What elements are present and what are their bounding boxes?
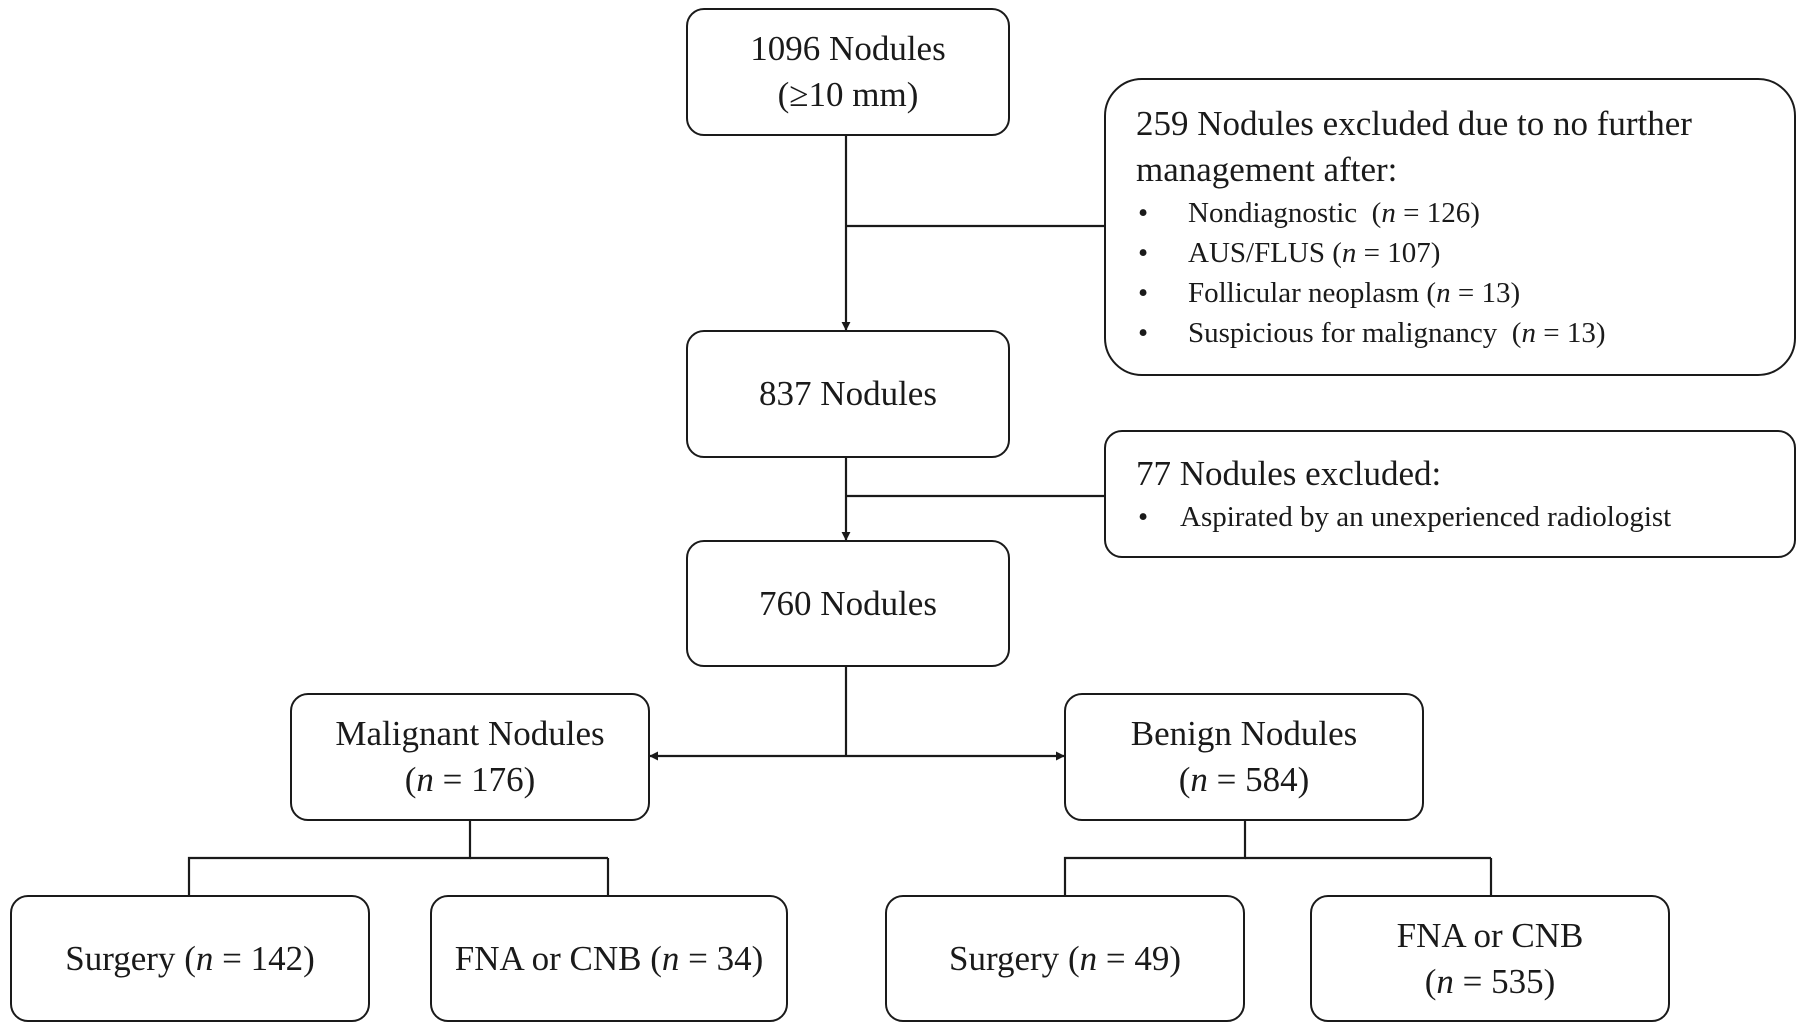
exclusion1-item: Follicular neoplasm (n = 13) [1136,273,1606,313]
exclusion2-list: Aspirated by an unexperienced radiologis… [1136,497,1671,537]
node-malignant-surgery: Surgery (n = 142) [10,895,370,1022]
node-start: 1096 Nodules (≥10 mm) [686,8,1010,136]
node-837: 837 Nodules [686,330,1010,458]
node-benign-fna-label: FNA or CNB [1396,915,1584,955]
node-benign-fna: FNA or CNB (n = 535) [1310,895,1670,1022]
exclusion1-list: Nondiagnostic (n = 126) AUS/FLUS (n = 10… [1136,193,1606,353]
node-malignant: Malignant Nodules (n = 176) [290,693,650,821]
node-benign-surgery: Surgery (n = 49) [885,895,1245,1022]
node-malignant-count: (n = 176) [404,760,536,799]
node-760: 760 Nodules [686,540,1010,667]
node-start-line1: 1096 Nodules [750,29,946,68]
exclusion1-heading-line1: 259 Nodules excluded due to no further [1136,104,1692,143]
node-benign-fna-count: (n = 535) [1424,961,1556,1001]
node-837-label: 837 Nodules [759,374,937,413]
node-benign-label: Benign Nodules [1130,714,1358,753]
exclusion1-item: Suspicious for malignancy (n = 13) [1136,313,1606,353]
exclusion1-item: Nondiagnostic (n = 126) [1136,193,1606,233]
node-760-label: 760 Nodules [759,583,937,623]
exclusion2-item: Aspirated by an unexperienced radiologis… [1136,497,1671,537]
node-start-line2: (≥10 mm) [777,75,919,114]
bracket-benign [1063,821,1247,895]
node-malignant-label: Malignant Nodules [335,714,605,753]
exclusion2-heading: 77 Nodules excluded: [1136,454,1442,493]
node-benign-count: (n = 584) [1178,760,1310,799]
node-benign: Benign Nodules (n = 584) [1064,693,1424,821]
exclusion1-item: AUS/FLUS (n = 107) [1136,233,1606,273]
node-exclusion2: 77 Nodules excluded: Aspirated by an une… [1104,430,1796,558]
node-malignant-fna-label: FNA or CNB (n = 34) [454,938,764,978]
bracket-malignant [187,821,472,895]
exclusion1-heading-line2: management after: [1136,150,1398,189]
node-exclusion1: 259 Nodules excluded due to no further m… [1104,78,1796,376]
node-benign-surgery-label: Surgery (n = 49) [949,938,1181,978]
node-malignant-fna: FNA or CNB (n = 34) [430,895,788,1022]
node-malignant-surgery-label: Surgery (n = 142) [65,938,315,978]
